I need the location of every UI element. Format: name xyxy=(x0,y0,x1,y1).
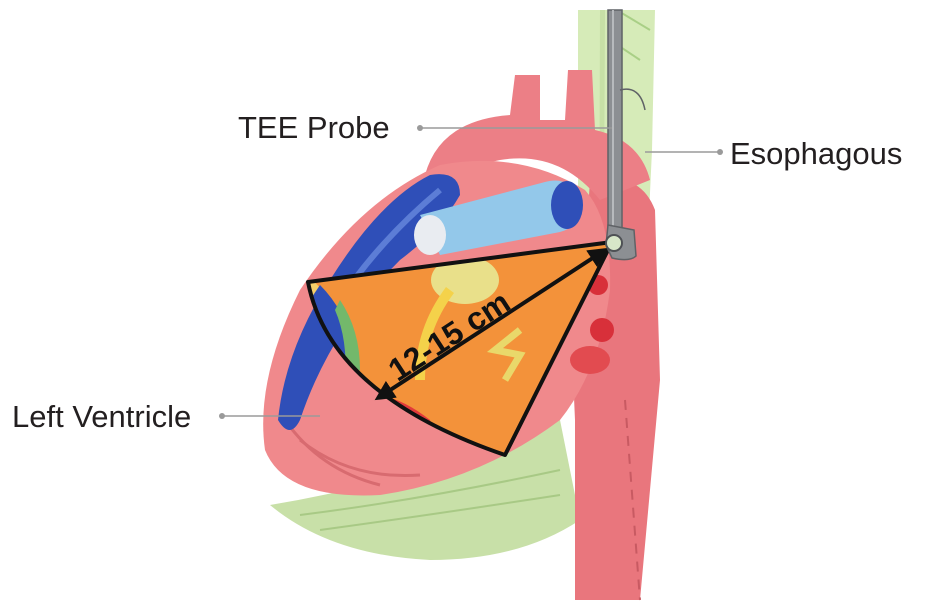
tee-probe-label: TEE Probe xyxy=(238,112,390,143)
esophagous-label: Esophagous xyxy=(730,138,902,169)
left-ventricle-label: Left Ventricle xyxy=(12,401,191,432)
